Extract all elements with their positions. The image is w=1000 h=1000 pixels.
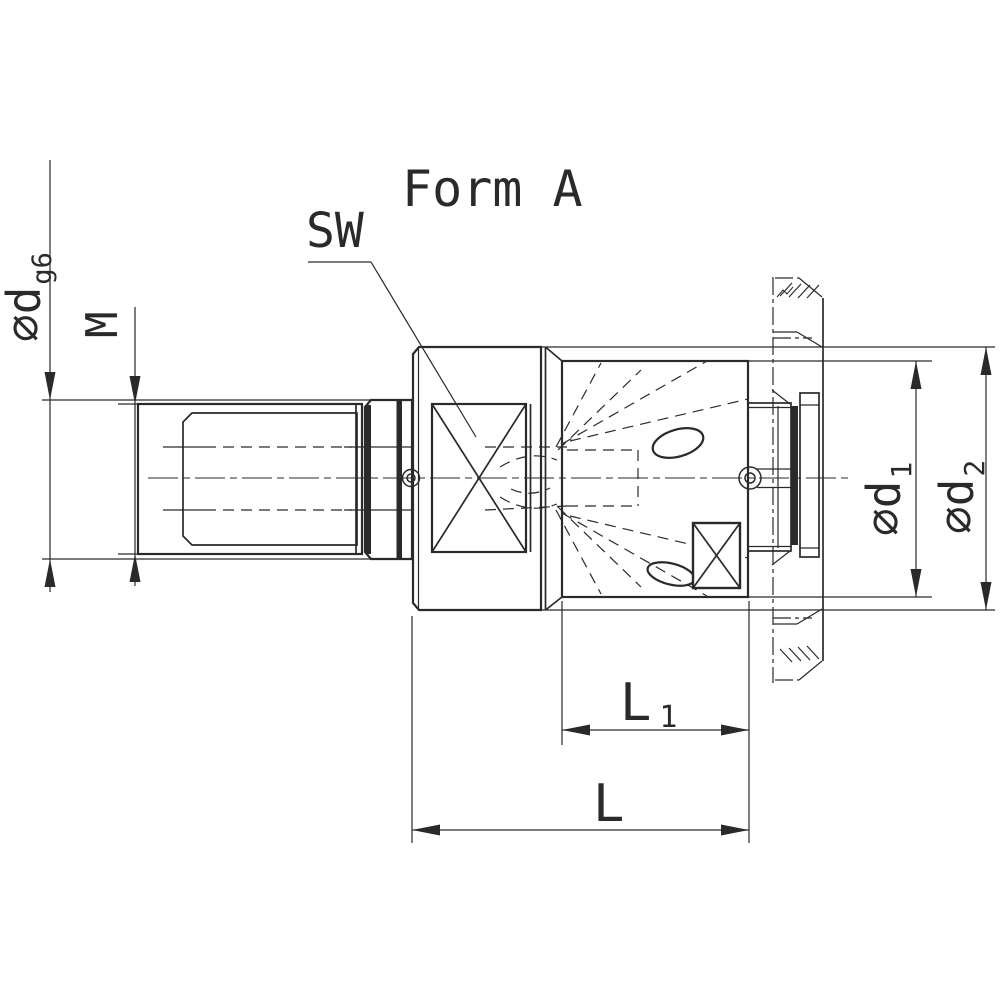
view-title: Form A (402, 160, 583, 218)
dimension-diameter-2: ∅d2 (541, 346, 995, 611)
collar-pilot (344, 398, 414, 561)
end-cap (799, 392, 820, 558)
hidden-flat-line-bottom (484, 505, 568, 511)
section-hatch-top (776, 282, 820, 299)
length-total-label: L (593, 774, 624, 834)
dimension-thread: M (77, 307, 141, 586)
dimension-shaft-diameter: ∅dg6 (0, 160, 412, 592)
dimension-diameter-1: ∅d1 (748, 360, 932, 598)
detent-ball-left (401, 468, 421, 488)
spindle-flange-phantom (771, 277, 824, 683)
undercut-groove-1 (366, 405, 371, 554)
undercut-groove-2 (396, 401, 402, 558)
shaft-diameter-label: ∅dg6 (0, 252, 58, 342)
wrench-flat-label: SW (306, 203, 364, 259)
dimension-length-total: L (411, 601, 750, 843)
clamp-ring-dark (791, 406, 798, 545)
cam-slot-ellipse-bottom (646, 561, 696, 587)
detent-ball-right (738, 466, 762, 490)
internal-hidden-detail (484, 360, 749, 597)
thread-label: M (77, 312, 128, 339)
diameter-1-label: ∅d1 (857, 462, 918, 536)
wrench-flat-callout: SW (306, 203, 477, 438)
section-hatch-bottom (779, 645, 820, 663)
wrench-square (430, 402, 532, 554)
threaded-shaft (136, 402, 364, 556)
cam-slot-ellipse-top (651, 427, 705, 459)
diameter-2-label: ∅d2 (930, 460, 991, 534)
